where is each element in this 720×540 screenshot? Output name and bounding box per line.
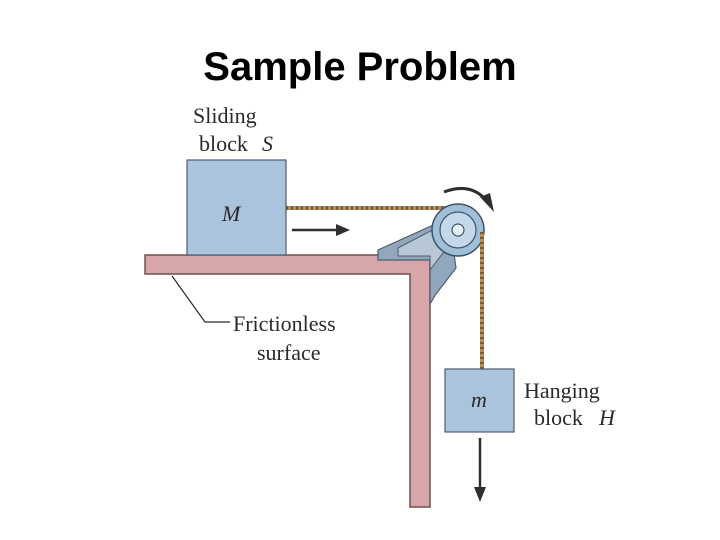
hanging-label-line1: Hanging: [524, 378, 600, 403]
big-mass-label: M: [221, 201, 242, 226]
small-mass-label: m: [471, 387, 487, 412]
rotation-arrow: [443, 186, 488, 202]
motion-arrow-right-head: [336, 224, 350, 236]
pulley-axle: [451, 223, 465, 237]
rotation-arrow-head: [480, 193, 494, 212]
frictionless-label-line1: Frictionless: [233, 311, 336, 336]
frictionless-label-line2: surface: [257, 340, 321, 365]
motion-arrow-down-head: [474, 487, 486, 502]
hanging-block: [444, 368, 515, 433]
sliding-label-symbol: S: [262, 131, 273, 156]
sliding-label-line1: Sliding: [193, 103, 257, 128]
hanging-label-line2: block: [534, 405, 583, 430]
sliding-label-line2: block: [199, 131, 248, 156]
hanging-label-symbol: H: [598, 405, 616, 430]
slide-title: Sample Problem: [203, 45, 517, 89]
sliding-block: [186, 159, 287, 256]
table: [144, 254, 431, 508]
frictionless-leader: [171, 275, 230, 323]
